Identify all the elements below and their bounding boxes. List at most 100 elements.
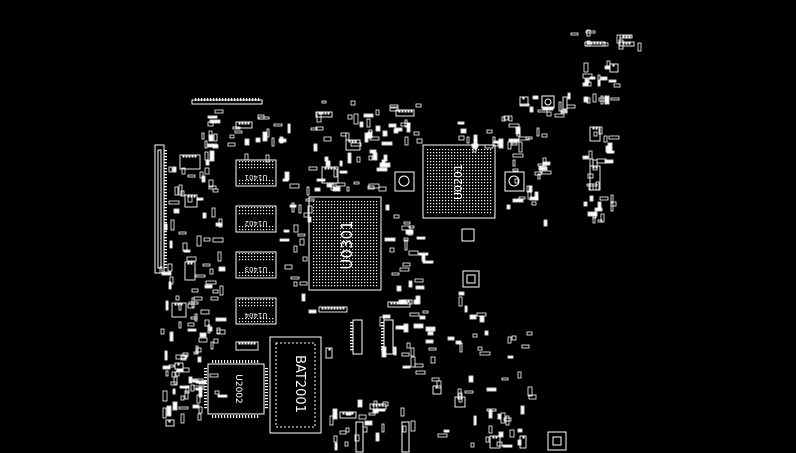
- passive-component[interactable]: [582, 73, 593, 79]
- passive-component[interactable]: [413, 131, 420, 136]
- passive-component[interactable]: [367, 185, 375, 190]
- passive-component[interactable]: [566, 104, 576, 109]
- passive-component[interactable]: [262, 131, 268, 142]
- passive-component[interactable]: [508, 123, 520, 128]
- passive-component[interactable]: [537, 109, 548, 113]
- passive-component[interactable]: [188, 301, 199, 305]
- passive-component[interactable]: [204, 319, 210, 327]
- passive-component[interactable]: [244, 153, 249, 161]
- passive-component[interactable]: [180, 190, 185, 197]
- passive-component[interactable]: [187, 322, 195, 327]
- passive-component[interactable]: [347, 114, 353, 120]
- passive-component[interactable]: [204, 167, 210, 175]
- small-ic[interactable]: [235, 121, 253, 129]
- passive-component[interactable]: [198, 406, 203, 414]
- passive-component[interactable]: [597, 219, 603, 223]
- passive-component[interactable]: [457, 121, 465, 125]
- passive-component[interactable]: [509, 429, 515, 438]
- passive-component[interactable]: [209, 373, 219, 378]
- ic-square-4[interactable]: [547, 431, 567, 451]
- passive-component[interactable]: [227, 142, 236, 147]
- passive-component[interactable]: [401, 225, 411, 231]
- passive-component[interactable]: [586, 29, 591, 37]
- passive-component[interactable]: [186, 256, 197, 262]
- passive-component[interactable]: [201, 132, 205, 140]
- small-ic[interactable]: [387, 301, 411, 308]
- passive-component[interactable]: [170, 381, 178, 386]
- passive-component[interactable]: [184, 390, 189, 400]
- passive-component[interactable]: [339, 430, 347, 435]
- passive-component[interactable]: [375, 125, 381, 132]
- passive-component[interactable]: [404, 119, 408, 128]
- passive-component[interactable]: [534, 191, 539, 201]
- passive-component[interactable]: [511, 335, 517, 341]
- passive-component[interactable]: [172, 401, 178, 411]
- passive-component[interactable]: [201, 175, 206, 183]
- passive-component[interactable]: [404, 239, 408, 251]
- passive-component[interactable]: [208, 326, 213, 332]
- passive-component[interactable]: [208, 179, 214, 188]
- passive-component[interactable]: [198, 386, 203, 398]
- passive-component[interactable]: [599, 196, 609, 201]
- passive-component[interactable]: [217, 394, 228, 398]
- passive-component[interactable]: [505, 415, 510, 426]
- passive-component[interactable]: [600, 95, 604, 105]
- passive-component[interactable]: [208, 185, 217, 190]
- passive-component[interactable]: [195, 345, 199, 354]
- passive-component[interactable]: [583, 201, 588, 207]
- passive-component[interactable]: [526, 331, 533, 336]
- passive-component[interactable]: [413, 299, 418, 305]
- passive-component[interactable]: [529, 106, 534, 113]
- passive-component[interactable]: [410, 347, 415, 357]
- passive-component[interactable]: [207, 121, 214, 127]
- small-ic[interactable]: [174, 362, 184, 370]
- passive-component[interactable]: [353, 113, 359, 125]
- passive-component[interactable]: [527, 386, 533, 397]
- passive-component[interactable]: [180, 395, 185, 401]
- passive-component[interactable]: [460, 128, 467, 134]
- passive-component[interactable]: [503, 417, 512, 422]
- passive-component[interactable]: [497, 413, 502, 420]
- passive-component[interactable]: [588, 150, 593, 160]
- passive-component[interactable]: [558, 101, 562, 112]
- passive-component[interactable]: [592, 93, 597, 103]
- passive-component[interactable]: [541, 170, 552, 175]
- passive-component[interactable]: [345, 132, 350, 141]
- passive-component[interactable]: [303, 212, 309, 218]
- small-ic[interactable]: [519, 96, 529, 106]
- passive-component[interactable]: [308, 166, 318, 171]
- passive-component[interactable]: [410, 420, 416, 432]
- passive-component[interactable]: [212, 237, 224, 243]
- passive-component[interactable]: [381, 423, 385, 433]
- passive-component[interactable]: [347, 152, 352, 164]
- small-ic[interactable]: [609, 63, 619, 73]
- passive-component[interactable]: [396, 285, 402, 292]
- passive-component[interactable]: [585, 30, 596, 34]
- passive-component[interactable]: [501, 377, 509, 381]
- passive-component[interactable]: [172, 388, 176, 395]
- passive-component[interactable]: [195, 274, 206, 278]
- passive-component[interactable]: [171, 371, 176, 378]
- ram-chip-2[interactable]: U1402: [235, 205, 277, 233]
- passive-component[interactable]: [507, 336, 512, 344]
- passive-component[interactable]: [204, 151, 209, 161]
- passive-component[interactable]: [587, 81, 592, 87]
- passive-component[interactable]: [592, 214, 596, 224]
- passive-component[interactable]: [596, 158, 607, 164]
- passive-component[interactable]: [290, 276, 300, 280]
- passive-component[interactable]: [613, 83, 621, 88]
- passive-component[interactable]: [532, 95, 539, 100]
- passive-component[interactable]: [190, 316, 198, 320]
- small-ic[interactable]: [619, 41, 635, 47]
- passive-component[interactable]: [403, 221, 411, 225]
- passive-component[interactable]: [332, 408, 338, 420]
- passive-component[interactable]: [196, 235, 202, 247]
- passive-component[interactable]: [464, 390, 474, 394]
- small-ic[interactable]: [184, 261, 196, 281]
- passive-component[interactable]: [372, 152, 378, 161]
- passive-component[interactable]: [583, 96, 589, 103]
- passive-component[interactable]: [289, 204, 297, 208]
- passive-component[interactable]: [205, 159, 210, 166]
- passive-component[interactable]: [168, 364, 175, 368]
- passive-component[interactable]: [458, 135, 465, 141]
